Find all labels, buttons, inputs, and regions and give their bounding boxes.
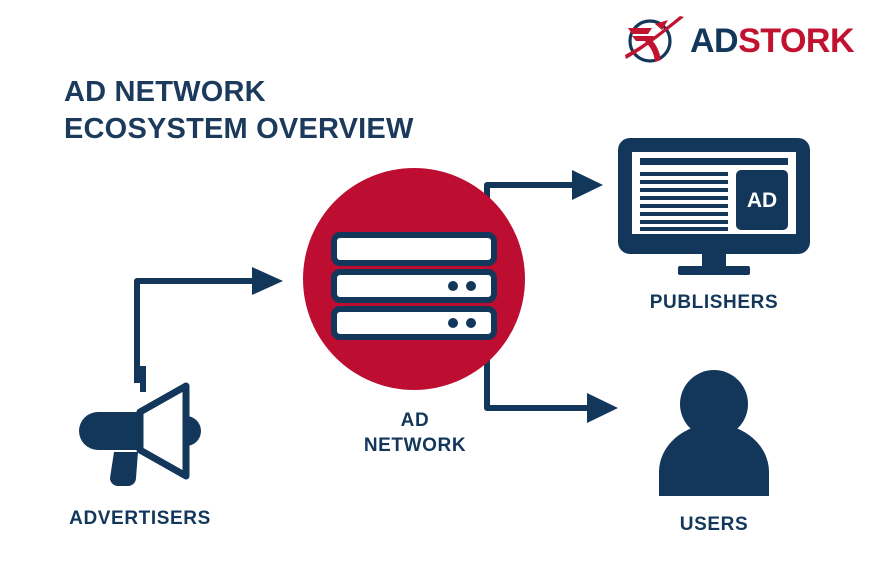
page-title-line-1: AD NETWORK	[64, 76, 266, 108]
brand-logo: ADSTORK	[624, 14, 854, 68]
label-advertisers: ADVERTISERS	[69, 508, 211, 529]
desktop-monitor-icon: AD	[618, 138, 810, 275]
server-stack-icon	[331, 232, 497, 340]
arrow-network-to-users	[484, 330, 618, 423]
megaphone-icon	[79, 366, 201, 486]
label-publishers: PUBLISHERS	[649, 292, 779, 313]
monitor-ad-label: AD	[747, 189, 777, 212]
person-icon	[659, 370, 769, 496]
label-ad-network-line-1: AD	[400, 410, 430, 431]
page-title: AD NETWORK ECOSYSTEM OVERVIEW	[64, 74, 414, 148]
brand-name-ad: AD	[690, 22, 739, 60]
page-title-line-2: ECOSYSTEM OVERVIEW	[64, 113, 414, 146]
brand-name-stork: STORK	[738, 22, 854, 60]
brand-wordmark: ADSTORK	[690, 24, 854, 58]
label-ad-network: AD NETWORK	[324, 409, 506, 458]
stork-bird-icon	[625, 16, 684, 63]
label-ad-network-line-2: NETWORK	[363, 434, 467, 456]
monitor-text-lines	[640, 172, 728, 231]
label-users: USERS	[679, 514, 749, 535]
